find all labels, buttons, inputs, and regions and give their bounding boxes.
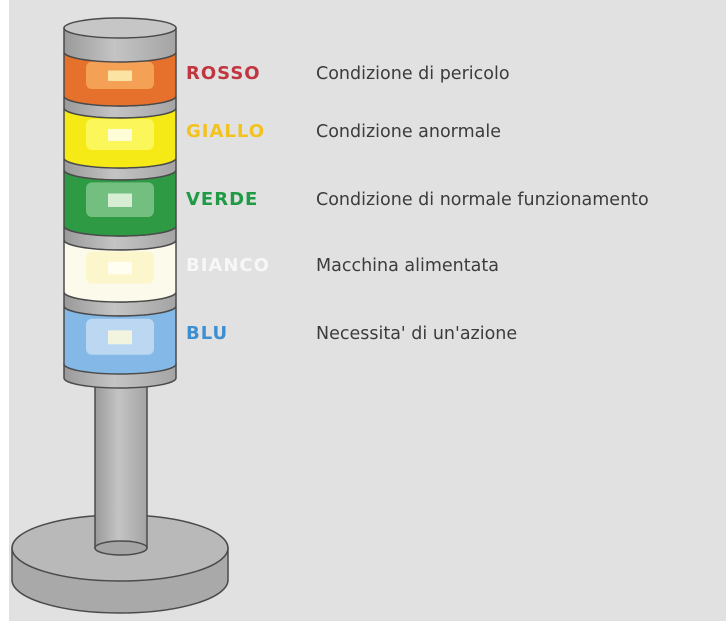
tower-pole bbox=[94, 377, 148, 556]
signal-row-blu: BLU Necessita' di un'azione bbox=[0, 320, 726, 348]
color-name-bianco: BIANCO bbox=[186, 255, 270, 276]
signal-row-rosso: ROSSO Condizione di pericolo bbox=[0, 60, 726, 88]
meaning-rosso: Condizione di pericolo bbox=[316, 64, 510, 84]
lamp-blu-bulb bbox=[108, 330, 132, 345]
meaning-bianco: Macchina alimentata bbox=[316, 256, 499, 276]
color-name-blu: BLU bbox=[186, 323, 229, 344]
tower-top-cap bbox=[63, 17, 177, 63]
signal-row-verde: VERDE Condizione di normale funzionament… bbox=[0, 186, 726, 214]
meaning-giallo: Condizione anormale bbox=[316, 122, 501, 142]
meaning-verde: Condizione di normale funzionamento bbox=[316, 190, 649, 210]
meaning-blu: Necessita' di un'azione bbox=[316, 324, 518, 344]
lamp-bianco-bulb bbox=[108, 261, 132, 275]
signal-row-giallo: GIALLO Condizione anormale bbox=[0, 118, 726, 146]
color-name-rosso: ROSSO bbox=[186, 63, 261, 84]
tower-lamps bbox=[63, 51, 177, 375]
lamp-giallo-bulb bbox=[108, 129, 132, 141]
signal-row-bianco: BIANCO Macchina alimentata bbox=[0, 252, 726, 280]
lamp-verde-bulb bbox=[108, 193, 132, 207]
lamp-rosso-bulb bbox=[108, 70, 132, 82]
color-name-giallo: GIALLO bbox=[186, 121, 266, 142]
color-name-verde: VERDE bbox=[186, 189, 259, 210]
